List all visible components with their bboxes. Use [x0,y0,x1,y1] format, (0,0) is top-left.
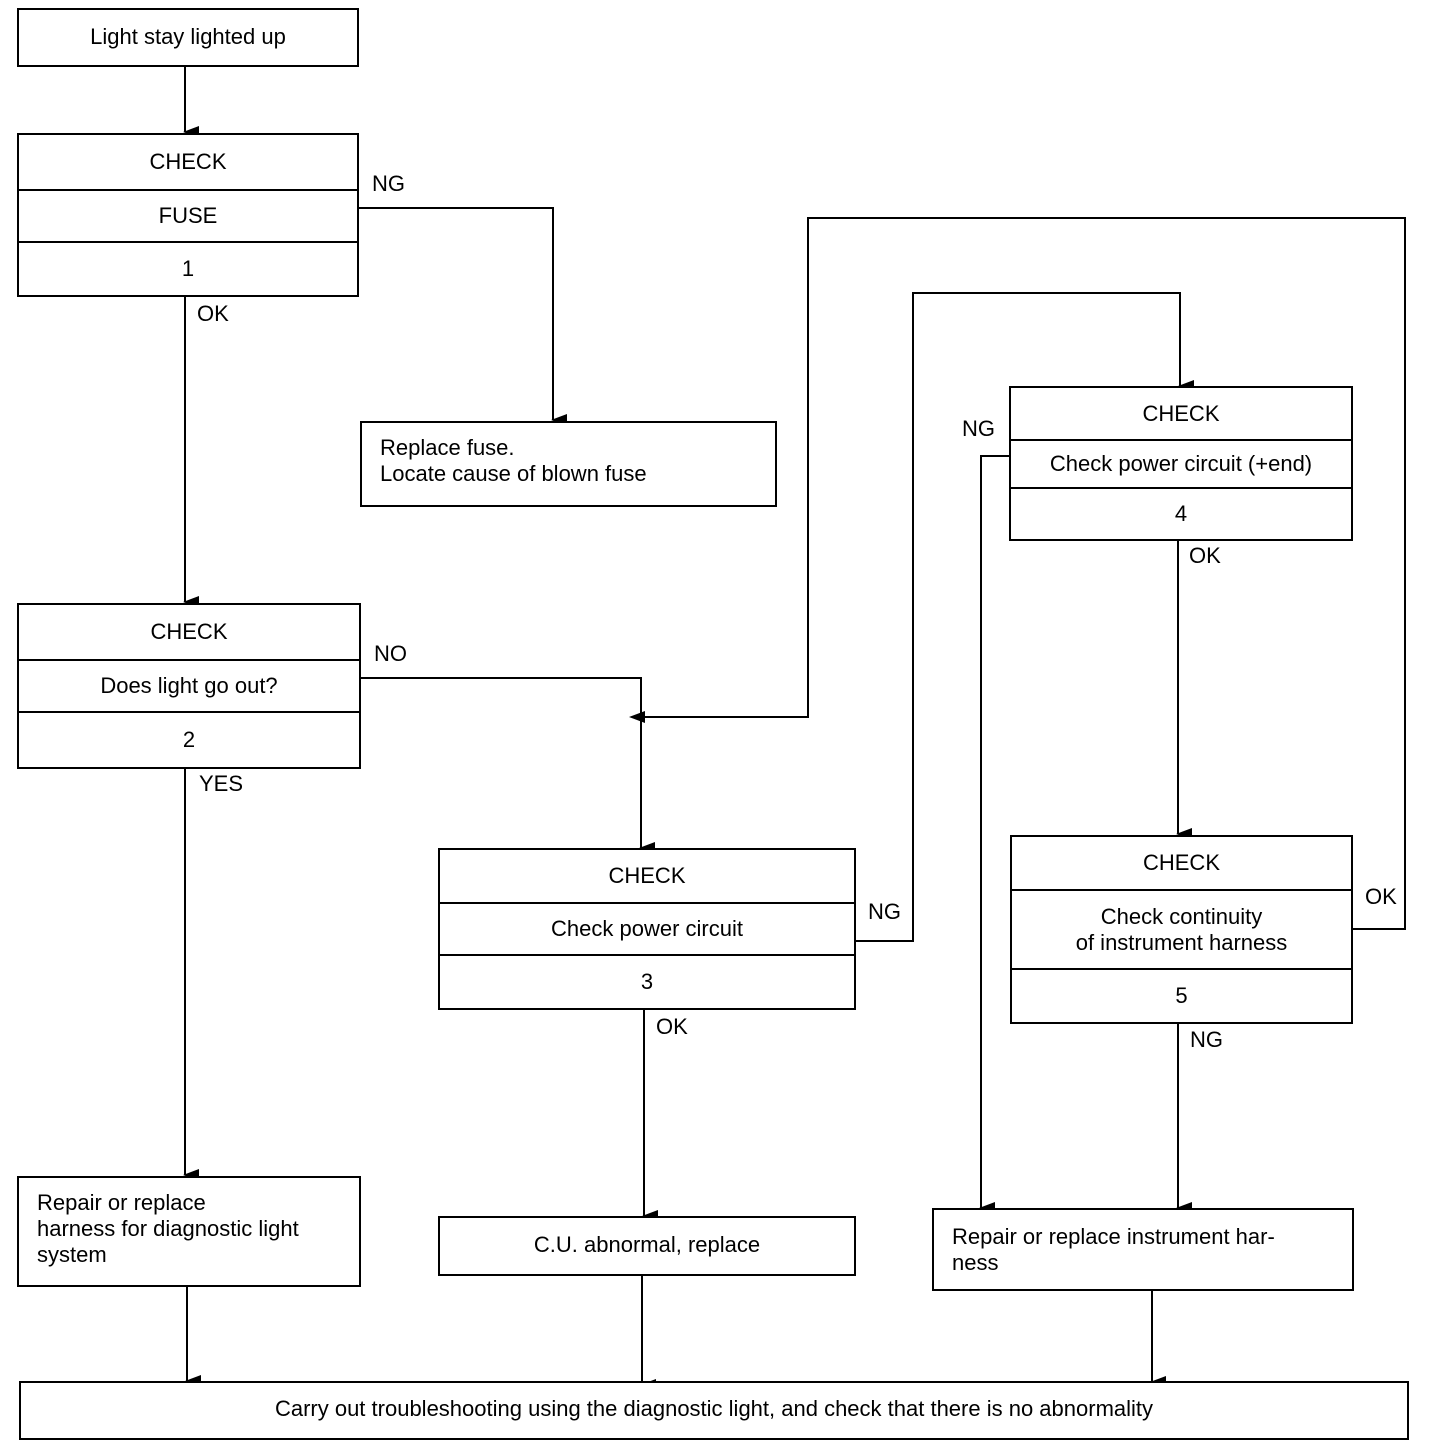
check-3-number: 3 [440,954,854,1008]
final-text: Carry out troubleshooting using the diag… [274,1396,1154,1421]
label-check4-ok: OK [1189,543,1221,568]
label-check3-ok: OK [656,1014,688,1039]
check-5-number: 5 [1012,968,1351,1022]
arrow-check1-ng [359,207,567,426]
check-box-1: CHECK FUSE 1 [17,133,359,297]
check-2-header: CHECK [150,619,228,644]
check-box-3: CHECK Check power circuit 3 [438,848,856,1010]
repair-instr-harness-box: Repair or replace instrument har- ness [932,1208,1354,1291]
label-check3-ng: NG [868,899,901,924]
check-box-2: CHECK Does light go out? 2 [17,603,361,769]
check-4-body: Check power circuit (+end) [1011,439,1351,487]
check-box-5: CHECK Check continuity of instrument har… [1010,835,1353,1024]
arrow-check2-no [361,677,655,854]
check-2-number: 2 [19,711,359,767]
label-check5-ng: NG [1190,1027,1223,1052]
check-4-number: 4 [1011,487,1351,539]
check-2-body: Does light go out? [19,659,359,711]
check-5-header: CHECK [1142,850,1220,875]
check-5-body: Check continuity of instrument harness [1012,889,1351,968]
check-4-header: CHECK [1142,400,1220,426]
check-1-header: CHECK [149,149,227,174]
label-check1-ng: NG [372,171,405,196]
label-check1-ok: OK [197,301,229,326]
start-text: Light stay lighted up [90,24,286,49]
check-3-header: CHECK [608,863,686,888]
check-box-4: CHECK Check power circuit (+end) 4 [1009,386,1353,541]
cu-abnormal-text: C.U. abnormal, replace [533,1232,761,1257]
label-check5-ok: OK [1365,884,1397,909]
check-1-body: FUSE [19,189,357,241]
repair-diag-harness-text: Repair or replace harness for diagnostic… [37,1190,299,1267]
start-box: Light stay lighted up [17,8,359,67]
label-check2-yes: YES [199,771,244,796]
replace-fuse-box: Replace fuse. Locate cause of blown fuse [360,421,777,507]
arrow-check4-ng [979,455,1011,1214]
replace-fuse-text: Replace fuse. Locate cause of blown fuse [380,435,647,486]
cu-abnormal-box: C.U. abnormal, replace [438,1216,856,1276]
check-1-number: 1 [19,241,357,295]
repair-diag-harness-box: Repair or replace harness for diagnostic… [17,1176,361,1287]
arrow-check5-ok [629,217,1406,930]
label-check2-no: NO [374,641,407,666]
repair-instr-harness-text: Repair or replace instrument har- ness [952,1224,1275,1275]
check-3-body: Check power circuit [440,902,854,954]
arrow-check3-ng [855,292,1194,942]
label-check4-ng: NG [962,416,995,441]
final-box: Carry out troubleshooting using the diag… [19,1381,1409,1440]
